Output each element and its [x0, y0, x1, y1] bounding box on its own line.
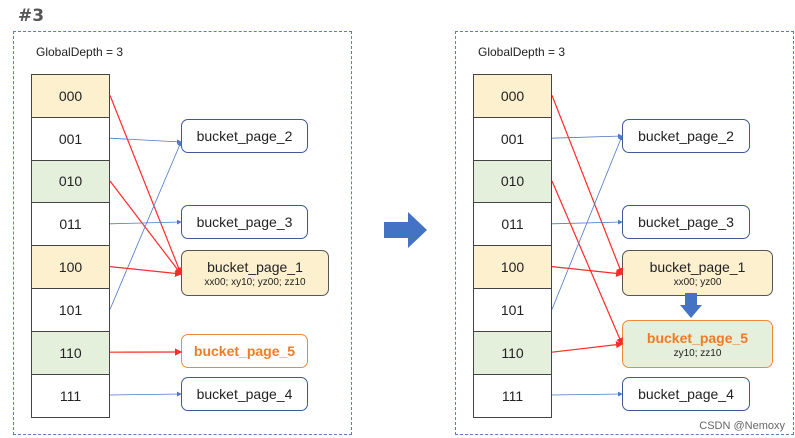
bucket-name: bucket_page_3	[638, 214, 734, 230]
bucket-page-4: bucket_page_4	[181, 377, 308, 411]
global-depth-label: GlobalDepth = 3	[36, 45, 124, 59]
directory-slot: 011	[32, 203, 109, 247]
split-arrow-icon	[680, 293, 702, 318]
directory-table: 000 001 010 011 100 101 110 111	[473, 74, 552, 419]
bucket-name: bucket_page_1	[207, 258, 303, 275]
bucket-page-1: bucket_page_1 xx00; xy10; yz00; zz10	[181, 250, 329, 296]
pointer-link-010	[551, 180, 623, 346]
bucket-name: bucket_page_4	[638, 386, 734, 402]
global-depth-label: GlobalDepth = 3	[478, 45, 566, 59]
after-panel: GlobalDepth = 3 000 001 010 011 100 101 …	[455, 31, 794, 435]
bucket-page-5: bucket_page_5 zy10; zz10	[622, 320, 773, 368]
bucket-name: bucket_page_5	[646, 329, 749, 346]
bucket-page-4: bucket_page_4	[622, 377, 750, 411]
directory-slot: 111	[474, 374, 551, 418]
bucket-name: bucket_page_3	[196, 214, 293, 230]
watermark: CSDN @Nemoxy	[699, 420, 785, 432]
after-pointer-links	[551, 95, 624, 397]
bucket-page-2: bucket_page_2	[622, 119, 750, 153]
directory-slot: 010	[474, 160, 551, 204]
pointer-link-001	[551, 133, 623, 139]
bucket-keys: zy10; zz10	[673, 347, 722, 359]
directory-slot: 001	[474, 117, 551, 161]
pointer-link-011	[109, 219, 182, 225]
directory-slot: 101	[32, 288, 109, 332]
bucket-name: bucket_page_2	[638, 128, 734, 144]
transition-arrow-icon	[384, 212, 427, 248]
directory-slot: 110	[32, 331, 109, 375]
pointer-link-101	[109, 141, 182, 310]
bucket-name: bucket_page_2	[196, 128, 293, 144]
before-panel: GlobalDepth = 3 000 001 010 011 100 101 …	[13, 31, 352, 435]
pointer-link-110	[551, 341, 624, 353]
pointer-link-010	[109, 180, 182, 275]
directory-slot: 001	[32, 117, 109, 161]
pointer-link-100	[109, 266, 183, 277]
slide-number: #3	[18, 6, 45, 26]
directory-slot: 100	[474, 246, 551, 289]
directory-slot: 010	[32, 160, 109, 204]
directory-slot: 110	[474, 331, 551, 375]
directory-slot: 111	[32, 374, 109, 418]
pointer-link-111	[551, 391, 623, 397]
bucket-keys: xx00; yz00	[673, 276, 722, 288]
pointer-link-000	[551, 95, 624, 276]
directory-table: 000 001 010 011 100 101 110 111	[31, 74, 110, 419]
pointer-link-111	[109, 391, 182, 397]
pointer-link-000	[109, 95, 183, 276]
directory-slot: 101	[474, 288, 551, 332]
directory-slot: 100	[32, 246, 109, 289]
directory-slot: 011	[474, 203, 551, 247]
bucket-name: bucket_page_5	[193, 343, 296, 359]
bucket-page-1: bucket_page_1 xx00; yz00	[622, 250, 773, 296]
bucket-name: bucket_page_4	[196, 386, 293, 402]
pointer-link-001	[109, 137, 182, 145]
bucket-page-3: bucket_page_3	[181, 205, 308, 239]
bucket-page-5: bucket_page_5	[181, 334, 308, 368]
before-pointer-links	[109, 95, 183, 397]
pointer-link-100	[551, 266, 624, 277]
bucket-page-3: bucket_page_3	[622, 205, 750, 239]
directory-slot: 000	[32, 75, 109, 118]
bucket-name: bucket_page_1	[649, 258, 746, 275]
bucket-keys: xx00; xy10; yz00; zz10	[204, 276, 306, 288]
pointer-link-101	[551, 135, 623, 310]
directory-slot: 000	[474, 75, 551, 118]
bucket-page-2: bucket_page_2	[181, 119, 308, 153]
